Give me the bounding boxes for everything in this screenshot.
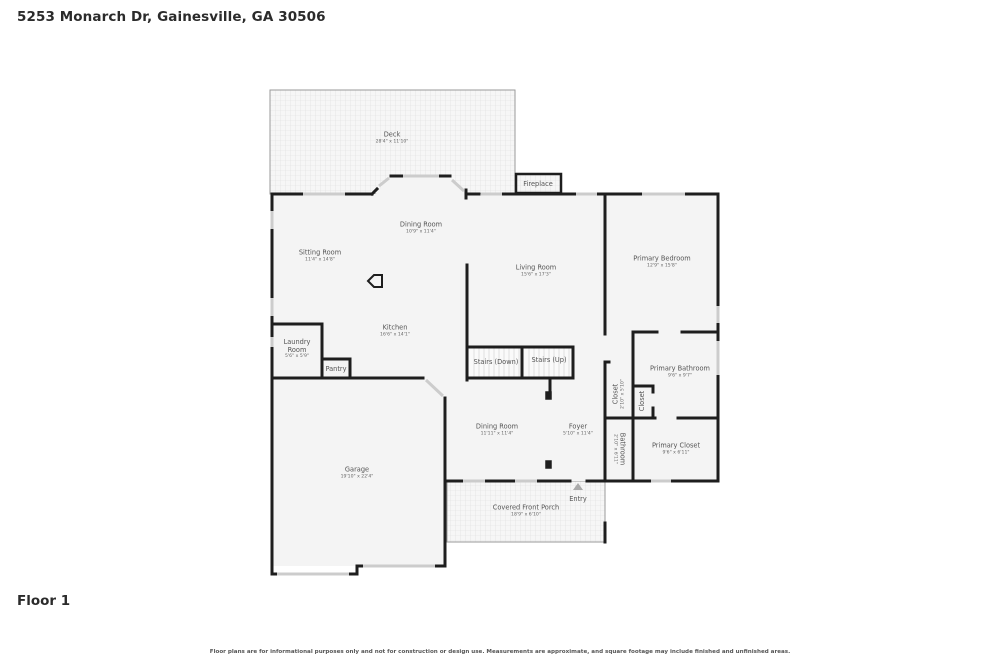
room-label-pantry: Pantry — [325, 365, 347, 373]
room-label-covered-front-porch: Covered Front Porch 18'9" x 6'10" — [492, 503, 560, 518]
room-label-living-room: Living Room 15'6" x 17'3" — [515, 263, 557, 278]
kitchen-island-icon — [366, 274, 383, 288]
room-label-laundry-room: Laundry Room 5'6" x 5'9" — [283, 337, 311, 359]
room-label-stairs-up: Stairs (Up) — [531, 356, 567, 364]
room-label-foyer: Foyer 5'10" x 11'4" — [563, 422, 593, 437]
property-address: 5253 Monarch Dr, Gainesville, GA 30506 — [17, 9, 326, 25]
room-label-garage: Garage 19'10" x 22'4" — [340, 465, 374, 480]
room-label-closet-hall: Closet 2'10" x 5'10" — [611, 379, 626, 409]
room-label-primary-bathroom: Primary Bathroom 9'6" x 9'7" — [650, 364, 710, 379]
room-label-kitchen: Kitchen 16'6" x 14'1" — [380, 323, 410, 338]
entry-arrow-icon — [573, 483, 583, 490]
room-label-deck: Deck 28'4" x 11'10" — [375, 130, 409, 145]
porch-area — [446, 480, 606, 543]
entry-label: Entry — [569, 495, 587, 503]
floor-label: Floor 1 — [17, 593, 71, 609]
walls — [270, 174, 720, 576]
room-label-closet-bath: Closet — [638, 390, 646, 412]
room-label-stairs-down: Stairs (Down) — [473, 358, 519, 366]
disclaimer: Floor plans are for informational purpos… — [209, 649, 791, 655]
room-label-dining-room-lower: Dining Room 11'11" x 11'4" — [475, 422, 519, 437]
room-label-primary-bedroom: Primary Bedroom 12'9" x 15'8" — [633, 254, 691, 269]
room-label-fireplace: Fireplace — [523, 180, 553, 188]
room-label-primary-closet: Primary Closet 9'6" x 6'11" — [651, 441, 701, 456]
room-label-sitting-room: Sitting Room 11'4" x 14'8" — [298, 248, 342, 263]
room-label-dining-room-upper: Dining Room 10'9" x 11'4" — [399, 220, 443, 235]
windows — [270, 174, 720, 576]
room-label-bathroom: Bathroom 2'10" x 6'11" — [612, 432, 627, 466]
